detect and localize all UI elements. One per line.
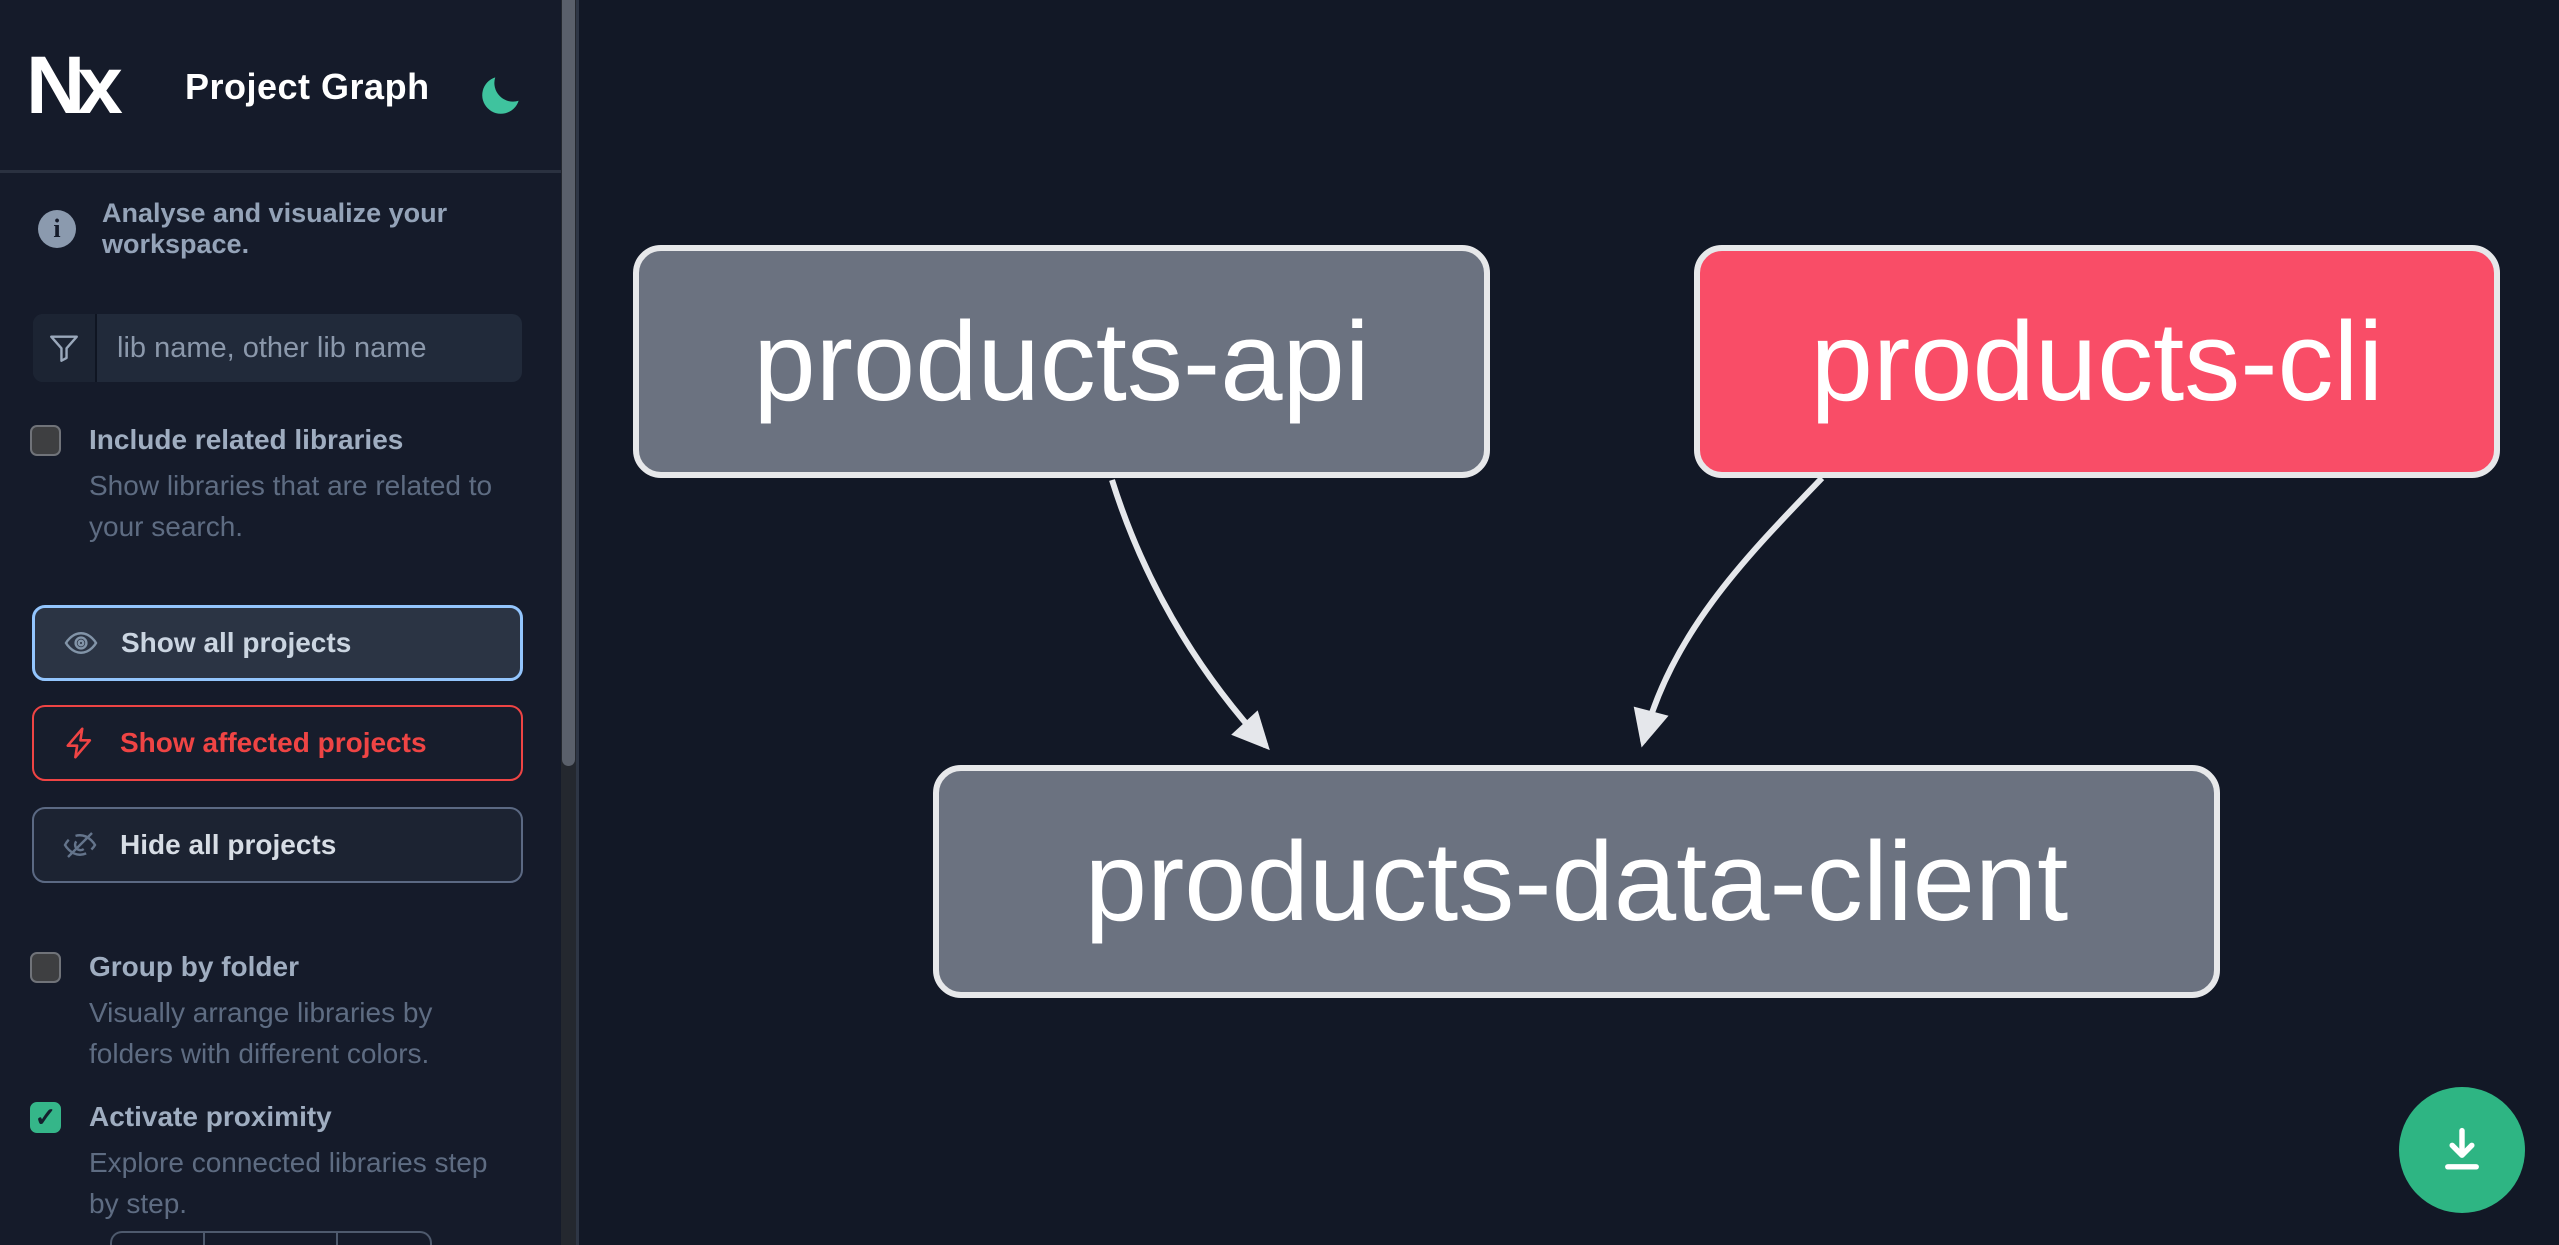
checkmark-icon: ✓ <box>34 1102 57 1132</box>
eye-slash-icon <box>63 832 97 858</box>
search-box <box>33 314 522 382</box>
group-by-folder-row: Group by folder Visually arrange librari… <box>30 950 530 1074</box>
button-label: Show all projects <box>121 627 352 658</box>
theme-toggle-moon-icon[interactable] <box>474 70 526 122</box>
activate-proximity-checkbox[interactable]: ✓ <box>30 1102 61 1133</box>
nx-logo: Nx <box>26 40 123 131</box>
info-icon: i <box>38 210 76 248</box>
include-related-libraries-checkbox[interactable] <box>30 425 61 456</box>
page-title: Project Graph <box>185 66 430 107</box>
bolt-icon <box>66 727 92 759</box>
checkbox-label: Group by folder <box>89 951 299 982</box>
proximity-stepper <box>110 1231 432 1245</box>
include-related-libraries-row: Include related libraries Show libraries… <box>30 423 530 547</box>
checkbox-label: Include related libraries <box>89 424 404 455</box>
checkbox-label: Activate proximity <box>89 1101 332 1132</box>
node-label: products-data-client <box>1084 819 2069 944</box>
download-graph-button[interactable] <box>2399 1087 2525 1213</box>
tagline-row: i Analyse and visualize your workspace. <box>38 198 561 260</box>
stepper-decrement-button[interactable] <box>112 1233 205 1245</box>
stepper-increment-button[interactable] <box>338 1233 430 1245</box>
checkbox-description: Explore connected libraries step by step… <box>89 1147 488 1219</box>
node-label: products-cli <box>1810 299 2384 424</box>
sidebar: Nx Project Graph i Analyse and visualize… <box>0 0 561 1245</box>
funnel-icon <box>33 314 97 382</box>
tagline-text: Analyse and visualize your workspace. <box>102 198 448 259</box>
hide-all-projects-button[interactable]: Hide all projects <box>32 807 523 883</box>
button-label: Show affected projects <box>120 727 427 758</box>
download-icon <box>2445 1127 2479 1170</box>
graph-node-products-data-client[interactable]: products-data-client <box>933 765 2220 998</box>
graph-canvas[interactable] <box>576 0 2559 1245</box>
eye-icon <box>64 632 98 654</box>
stepper-value <box>205 1233 338 1245</box>
show-affected-projects-button[interactable]: Show affected projects <box>32 705 523 781</box>
button-label: Hide all projects <box>120 829 337 860</box>
sidebar-scrollbar-thumb[interactable] <box>562 0 575 766</box>
graph-node-products-api[interactable]: products-api <box>633 245 1490 478</box>
show-all-projects-button[interactable]: Show all projects <box>32 605 523 681</box>
sidebar-header: Nx Project Graph <box>0 0 561 171</box>
group-by-folder-checkbox[interactable] <box>30 952 61 983</box>
node-label: products-api <box>753 299 1370 424</box>
checkbox-description: Visually arrange libraries by folders wi… <box>89 997 433 1069</box>
sidebar-divider <box>0 170 561 173</box>
sidebar-scrollbar-track[interactable] <box>561 0 576 1245</box>
activate-proximity-row: ✓ Activate proximity Explore connected l… <box>30 1100 530 1224</box>
search-input[interactable] <box>97 314 522 382</box>
checkbox-description: Show libraries that are related to your … <box>89 470 493 542</box>
graph-node-products-cli[interactable]: products-cli <box>1694 245 2500 478</box>
